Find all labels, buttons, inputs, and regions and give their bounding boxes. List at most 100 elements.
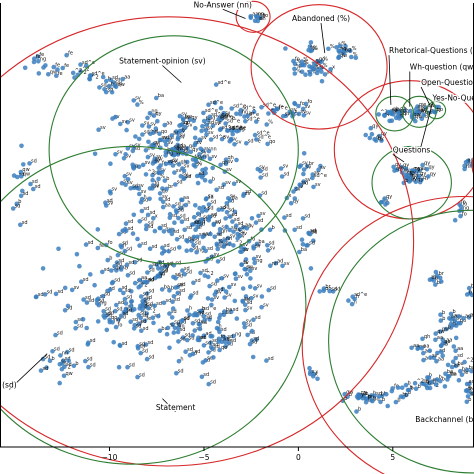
scatter-point [448, 321, 454, 327]
point-label: sd [141, 241, 147, 247]
scatter-point [421, 357, 426, 363]
point-label: qw [418, 104, 425, 110]
scatter-point [193, 158, 199, 164]
point-label: sd^e [248, 139, 261, 145]
point-label: sd [171, 213, 177, 219]
scatter-point [135, 102, 140, 107]
point-label: sd [108, 87, 114, 93]
scatter-point [146, 139, 151, 145]
scatter-point [14, 201, 20, 207]
point-label: sd [178, 207, 184, 213]
scatter-point [137, 191, 142, 197]
scatter-point [255, 14, 261, 20]
scatter-point [167, 215, 173, 221]
point-label: sd [230, 338, 236, 344]
point-label: ng [198, 247, 204, 253]
scatter-point [304, 243, 309, 248]
scatter-point [218, 162, 223, 168]
scatter-point [204, 208, 209, 213]
scatter-point [102, 87, 107, 92]
point-label: sv [270, 246, 276, 252]
point-label: sv [314, 170, 320, 176]
point-label: sd [194, 220, 200, 226]
point-label: qw [50, 70, 57, 76]
point-label: sd [101, 83, 107, 89]
scatter-point [249, 295, 254, 301]
point-label: sd [15, 204, 21, 210]
scatter-point [191, 234, 197, 240]
scatter-point [389, 118, 395, 123]
point-label: b [212, 177, 215, 183]
point-label: aa [437, 335, 443, 341]
scatter-point [249, 328, 255, 334]
scatter-point [150, 177, 155, 183]
point-label: sv [180, 133, 186, 139]
point-label: ad [469, 379, 474, 385]
point-label: sd^e [210, 115, 223, 121]
scatter-point [138, 350, 143, 356]
point-label: sv [157, 157, 163, 163]
scatter-point [308, 266, 314, 271]
point-label: sd [104, 267, 110, 273]
point-label: sd [214, 344, 220, 350]
point-label: fo [300, 101, 305, 107]
point-label: nn [257, 16, 263, 22]
scatter-point [307, 365, 312, 371]
scatter-point [185, 337, 190, 343]
scatter-point [201, 205, 206, 210]
scatter-point [27, 161, 32, 166]
point-label: qh [202, 217, 208, 223]
scatter-point [449, 364, 455, 370]
point-label: br [197, 225, 203, 231]
point-label: fo [221, 334, 226, 340]
point-label: sd [398, 113, 404, 119]
scatter-point [165, 137, 171, 143]
scatter-point [142, 318, 148, 324]
point-label: sv [243, 247, 249, 253]
point-label: nn [259, 16, 265, 22]
point-label: sd [232, 212, 238, 218]
scatter-point [139, 196, 145, 202]
point-label: sd [178, 368, 184, 374]
point-label: qy [423, 175, 429, 181]
scatter-point [341, 49, 346, 54]
scatter-point [364, 396, 369, 402]
scatter-point [58, 353, 63, 358]
scatter-point [143, 342, 149, 347]
point-label: qy [361, 390, 367, 396]
point-label: sv [239, 229, 245, 235]
point-label: sd^e [246, 112, 259, 118]
scatter-point [216, 326, 221, 332]
point-label: br [309, 161, 315, 167]
annotations-layer: No-Answer (nn)Abandoned (%)Statement-opi… [1, 0, 474, 425]
scatter-point [183, 202, 189, 208]
scatter-point [87, 76, 93, 82]
point-label: aa [166, 120, 172, 126]
point-label: sv [197, 162, 203, 168]
annotation-leader-line [9, 353, 48, 390]
scatter-point [129, 289, 134, 294]
point-label: sd [134, 146, 140, 152]
point-label: sd [83, 277, 89, 283]
scatter-point [131, 326, 137, 331]
point-label: sd [31, 159, 37, 165]
point-label: qw [419, 102, 426, 108]
scatter-point [451, 344, 457, 349]
point-label: sd [215, 219, 221, 225]
point-label: sd [122, 285, 128, 291]
point-label: qy [417, 167, 423, 173]
scatter-point [259, 294, 265, 299]
point-label: ^2 [148, 309, 155, 315]
annotation-label: Statement [156, 403, 196, 412]
point-label: b [368, 394, 371, 400]
scatter-point [131, 212, 137, 218]
point-label: qy [156, 111, 162, 117]
point-label: sd [199, 222, 205, 228]
scatter-point [403, 382, 409, 388]
scatter-point [204, 122, 210, 128]
point-label: sd [139, 341, 145, 347]
scatter-point [308, 48, 314, 54]
scatter-point [232, 298, 238, 304]
scatter-point [187, 117, 193, 122]
point-label: br [168, 184, 174, 190]
